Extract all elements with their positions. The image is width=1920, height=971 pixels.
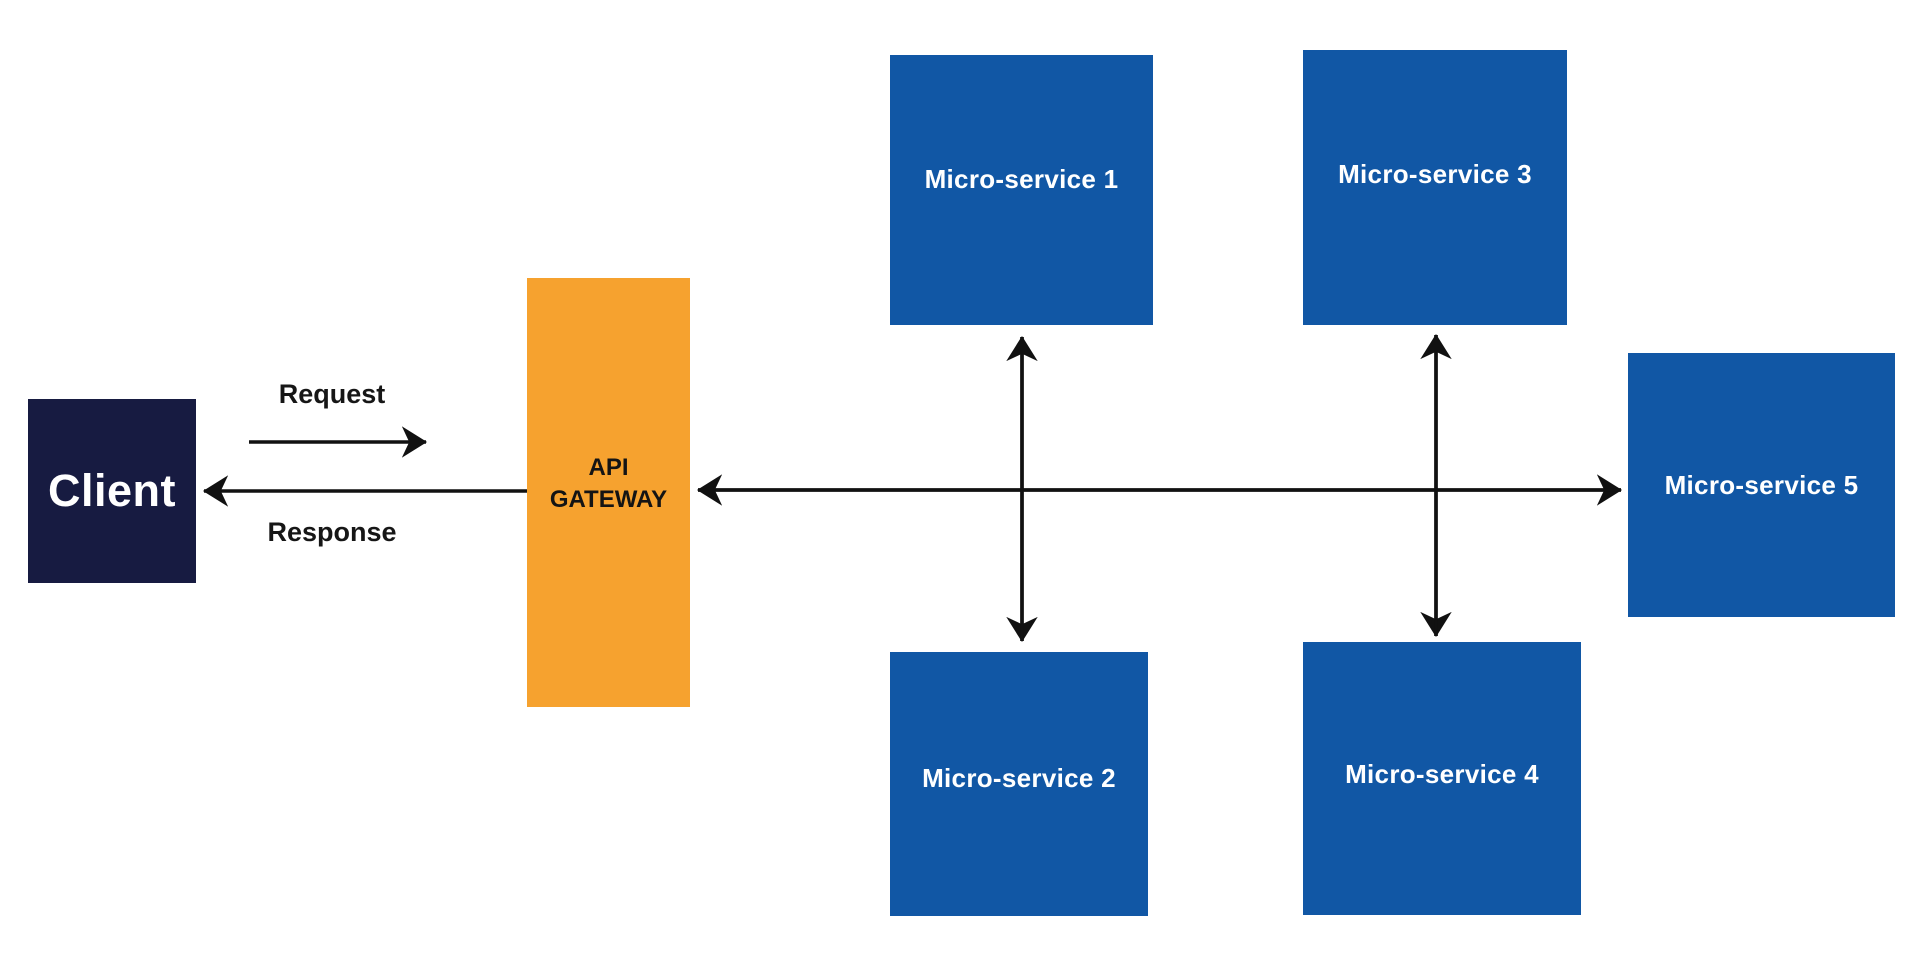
- node-microservice-5: Micro-service 5: [1628, 353, 1895, 617]
- response-label: Response: [267, 517, 397, 547]
- node-microservice-4: Micro-service 4: [1303, 642, 1581, 915]
- node-microservice-3: Micro-service 3: [1303, 50, 1567, 325]
- node-microservice-1: Micro-service 1: [890, 55, 1153, 325]
- node-microservice-2-label: Micro-service 2: [922, 762, 1116, 793]
- node-microservice-5-label: Micro-service 5: [1664, 469, 1859, 500]
- request-label: Request: [278, 379, 386, 409]
- node-microservice-2: Micro-service 2: [890, 652, 1148, 916]
- node-client: Client: [28, 399, 196, 583]
- node-api-gateway-label: API GATEWAY: [549, 454, 668, 513]
- node-microservice-1-label: Micro-service 1: [924, 163, 1119, 194]
- node-microservice-4-label: Micro-service 4: [1345, 759, 1539, 789]
- node-microservice-3-label: Micro-service 3: [1338, 159, 1532, 189]
- node-client-label: Client: [47, 465, 176, 516]
- node-api-gateway: API GATEWAY: [527, 278, 690, 707]
